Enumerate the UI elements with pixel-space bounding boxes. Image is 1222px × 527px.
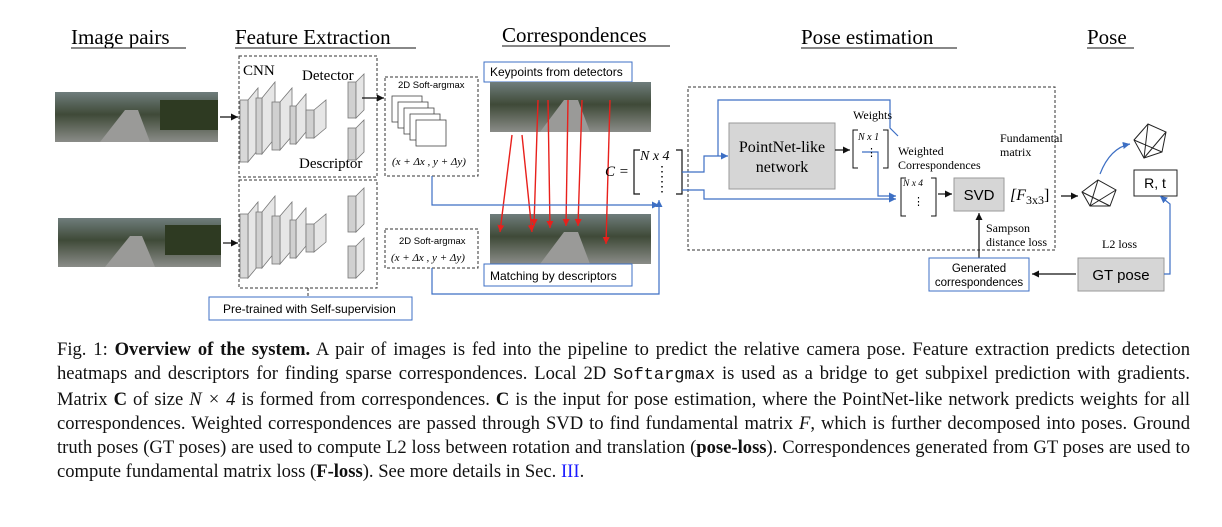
weighted-label-1: Weighted bbox=[898, 144, 944, 158]
f-matrix-label: [F bbox=[1010, 187, 1026, 204]
weighted-label-2: Correspondences bbox=[898, 158, 981, 172]
sampson-label-2: distance loss bbox=[986, 235, 1047, 249]
caption-softargmax: Softargmax bbox=[613, 366, 716, 385]
l2-loss-label: L2 loss bbox=[1102, 237, 1137, 251]
rt-box bbox=[1133, 169, 1178, 197]
input-image-bottom bbox=[58, 218, 221, 267]
pretrained-box bbox=[208, 296, 413, 321]
detector-label: Detector bbox=[302, 68, 354, 84]
fundamental-label-1: Fundamental bbox=[1000, 131, 1063, 145]
softargmax-box-top bbox=[384, 76, 479, 177]
fundamental-label-2: matrix bbox=[1000, 145, 1031, 159]
svg-text:⋮: ⋮ bbox=[866, 147, 877, 159]
svd-box bbox=[953, 177, 1005, 212]
generated-label-2: correspondences bbox=[935, 277, 1023, 289]
matrix-c-size: N x 4 bbox=[639, 149, 670, 164]
correspondence-image-bottom bbox=[490, 214, 651, 264]
svd-label: SVD bbox=[964, 187, 995, 204]
weighted-size: N x 4 bbox=[902, 179, 923, 189]
svg-text:[F3x3]: [F3x3] bbox=[1010, 187, 1049, 207]
matrix-c-label: C = bbox=[605, 164, 629, 180]
camera-icon bbox=[1133, 123, 1167, 159]
pipeline-diagram: Image pairs Feature Extraction Correspon… bbox=[55, 23, 1178, 321]
matching-label: Matching by descriptors bbox=[490, 269, 617, 283]
sampson-label-1: Sampson bbox=[986, 221, 1030, 235]
header-pose: Pose bbox=[1087, 25, 1127, 49]
header-feature-extraction: Feature Extraction bbox=[235, 25, 391, 49]
feed-arrows bbox=[431, 176, 663, 295]
cnn-layers-bottom bbox=[239, 187, 365, 280]
offset-label-top: (x + Δx , y + Δy) bbox=[392, 156, 466, 168]
caption-title: Overview of the system. bbox=[114, 339, 311, 360]
correspondence-image-top bbox=[490, 82, 651, 132]
header-correspondences: Correspondences bbox=[502, 23, 647, 47]
pointnet-label-2: network bbox=[756, 159, 808, 176]
softargmax-label-top: 2D Soft-argmax bbox=[398, 80, 465, 91]
heatmap-stack-top bbox=[391, 95, 447, 147]
caption-fig: Fig. 1: bbox=[57, 339, 108, 360]
pose-arrows bbox=[682, 99, 899, 203]
camera-icon bbox=[1081, 179, 1117, 207]
softargmax-box-bottom bbox=[384, 228, 479, 269]
rt-label: R, t bbox=[1144, 175, 1166, 191]
pretrained-label: Pre-trained with Self-supervision bbox=[223, 302, 396, 316]
cnn-layers-top bbox=[239, 73, 365, 164]
cnn-box-top bbox=[238, 55, 378, 178]
weights-label: Weights bbox=[853, 108, 892, 122]
weighted-matrix bbox=[900, 177, 937, 217]
pointnet-label-1: PointNet-like bbox=[739, 139, 825, 156]
cnn-label: CNN bbox=[243, 63, 275, 79]
section-headers: Image pairs Feature Extraction Correspon… bbox=[71, 23, 1134, 49]
svg-text:⋮: ⋮ bbox=[655, 165, 669, 180]
section-link[interactable]: III bbox=[560, 461, 580, 482]
generated-box bbox=[928, 257, 1030, 292]
matching-box bbox=[483, 263, 633, 287]
gt-pose-box bbox=[1077, 257, 1165, 292]
offset-label-bottom: (x + Δx , y + Δy) bbox=[391, 252, 465, 264]
weights-size: N x 1 bbox=[857, 132, 879, 143]
gt-pose-label: GT pose bbox=[1092, 267, 1149, 284]
softargmax-label-bottom: 2D Soft-argmax bbox=[399, 236, 466, 247]
keypoints-label: Keypoints from detectors bbox=[490, 65, 623, 79]
figure-caption: Fig. 1: Overview of the system. A pair o… bbox=[57, 339, 1191, 482]
descriptor-label: Descriptor bbox=[299, 156, 362, 172]
svg-text:⋮: ⋮ bbox=[913, 196, 924, 208]
weights-vector bbox=[852, 129, 889, 169]
svg-text:⋮: ⋮ bbox=[655, 180, 669, 195]
generated-label-1: Generated bbox=[952, 263, 1006, 275]
input-image-top bbox=[55, 92, 218, 142]
header-pose-estimation: Pose estimation bbox=[801, 25, 934, 49]
header-image-pairs: Image pairs bbox=[71, 25, 170, 49]
pointnet-box bbox=[728, 122, 836, 190]
